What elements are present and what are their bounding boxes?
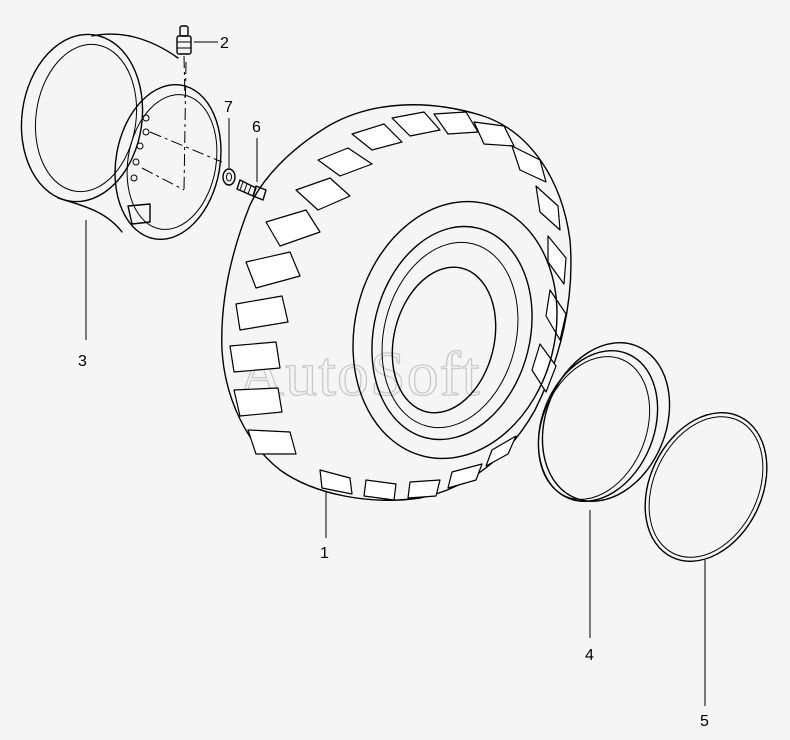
callout-3[interactable]: 3 [78, 353, 87, 370]
callout-4[interactable]: 4 [585, 647, 594, 664]
callout-6[interactable]: 6 [252, 119, 261, 136]
bolt-part[interactable] [236, 179, 267, 201]
callout-5[interactable]: 5 [700, 713, 709, 730]
rim-part[interactable] [11, 26, 233, 247]
callout-7[interactable]: 7 [224, 99, 233, 116]
leader-lines [85, 41, 706, 706]
callout-1[interactable]: 1 [320, 545, 329, 562]
tire-part[interactable] [221, 104, 584, 501]
callout-2[interactable]: 2 [220, 35, 229, 52]
callout-labels: 2 3 7 6 1 4 5 [78, 35, 709, 730]
side-ring-part[interactable] [517, 323, 692, 520]
lock-ring-part[interactable] [621, 392, 790, 581]
washer-part[interactable] [222, 168, 236, 186]
valve-part[interactable] [176, 25, 192, 101]
